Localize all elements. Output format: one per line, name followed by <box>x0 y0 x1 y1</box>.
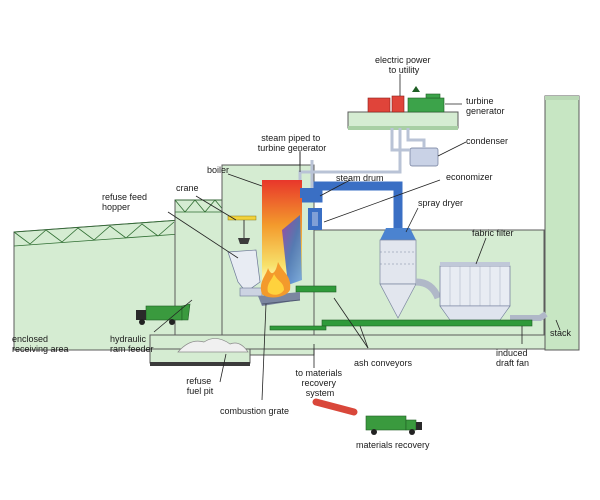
label-steam-piped: steam piped to turbine generator <box>258 133 327 153</box>
label-ash-conveyors: ash conveyors <box>354 358 413 368</box>
receiving-building <box>13 219 181 351</box>
label-crane: crane <box>176 183 199 193</box>
materials-recovery-truck-icon <box>365 415 422 435</box>
refuse-pile <box>177 338 249 353</box>
crane-icon <box>227 215 257 244</box>
label-electric-power: electric power to utility <box>375 55 433 75</box>
label-economizer: economizer <box>446 172 493 182</box>
spray-dryer <box>379 228 417 319</box>
materials-recovery-conveyor <box>312 398 358 416</box>
label-turbine-generator: turbine generator <box>466 96 505 116</box>
turbine-generator <box>347 86 459 130</box>
label-combustion-grate: combustion grate <box>220 406 289 416</box>
label-spray-dryer: spray dryer <box>418 198 463 208</box>
refuse-feed-hopper <box>227 249 263 297</box>
label-refuse-fuel-pit: refuse fuel pit <box>186 376 214 396</box>
fabric-filter <box>439 262 511 321</box>
label-enclosed-receiving-area: enclosed receiving area <box>12 334 69 354</box>
ash-conveyors <box>269 285 533 331</box>
label-to-materials-recovery: to materials recovery system <box>295 368 344 398</box>
condenser <box>409 147 439 167</box>
leader-lines <box>153 74 561 401</box>
label-hydraulic-ram-feeder: hydraulic ram feeder <box>110 334 154 354</box>
stack <box>544 95 580 351</box>
label-condenser: condenser <box>466 136 508 146</box>
boiler <box>262 180 314 285</box>
label-induced-draft-fan: induced draft fan <box>496 348 530 368</box>
label-fabric-filter: fabric filter <box>472 228 514 238</box>
ground-line <box>150 362 250 366</box>
label-stack: stack <box>550 328 572 338</box>
filter-duct <box>415 278 442 300</box>
label-materials-recovery: materials recovery <box>356 440 430 450</box>
economizer-duct <box>302 181 403 230</box>
label-steam-drum: steam drum <box>336 173 384 183</box>
flame-icon <box>260 262 291 298</box>
steam-pipes <box>298 128 426 188</box>
label-refuse-feed-hopper: refuse feed hopper <box>102 192 150 212</box>
fan-duct <box>510 311 548 321</box>
label-boiler: boiler <box>207 165 229 175</box>
